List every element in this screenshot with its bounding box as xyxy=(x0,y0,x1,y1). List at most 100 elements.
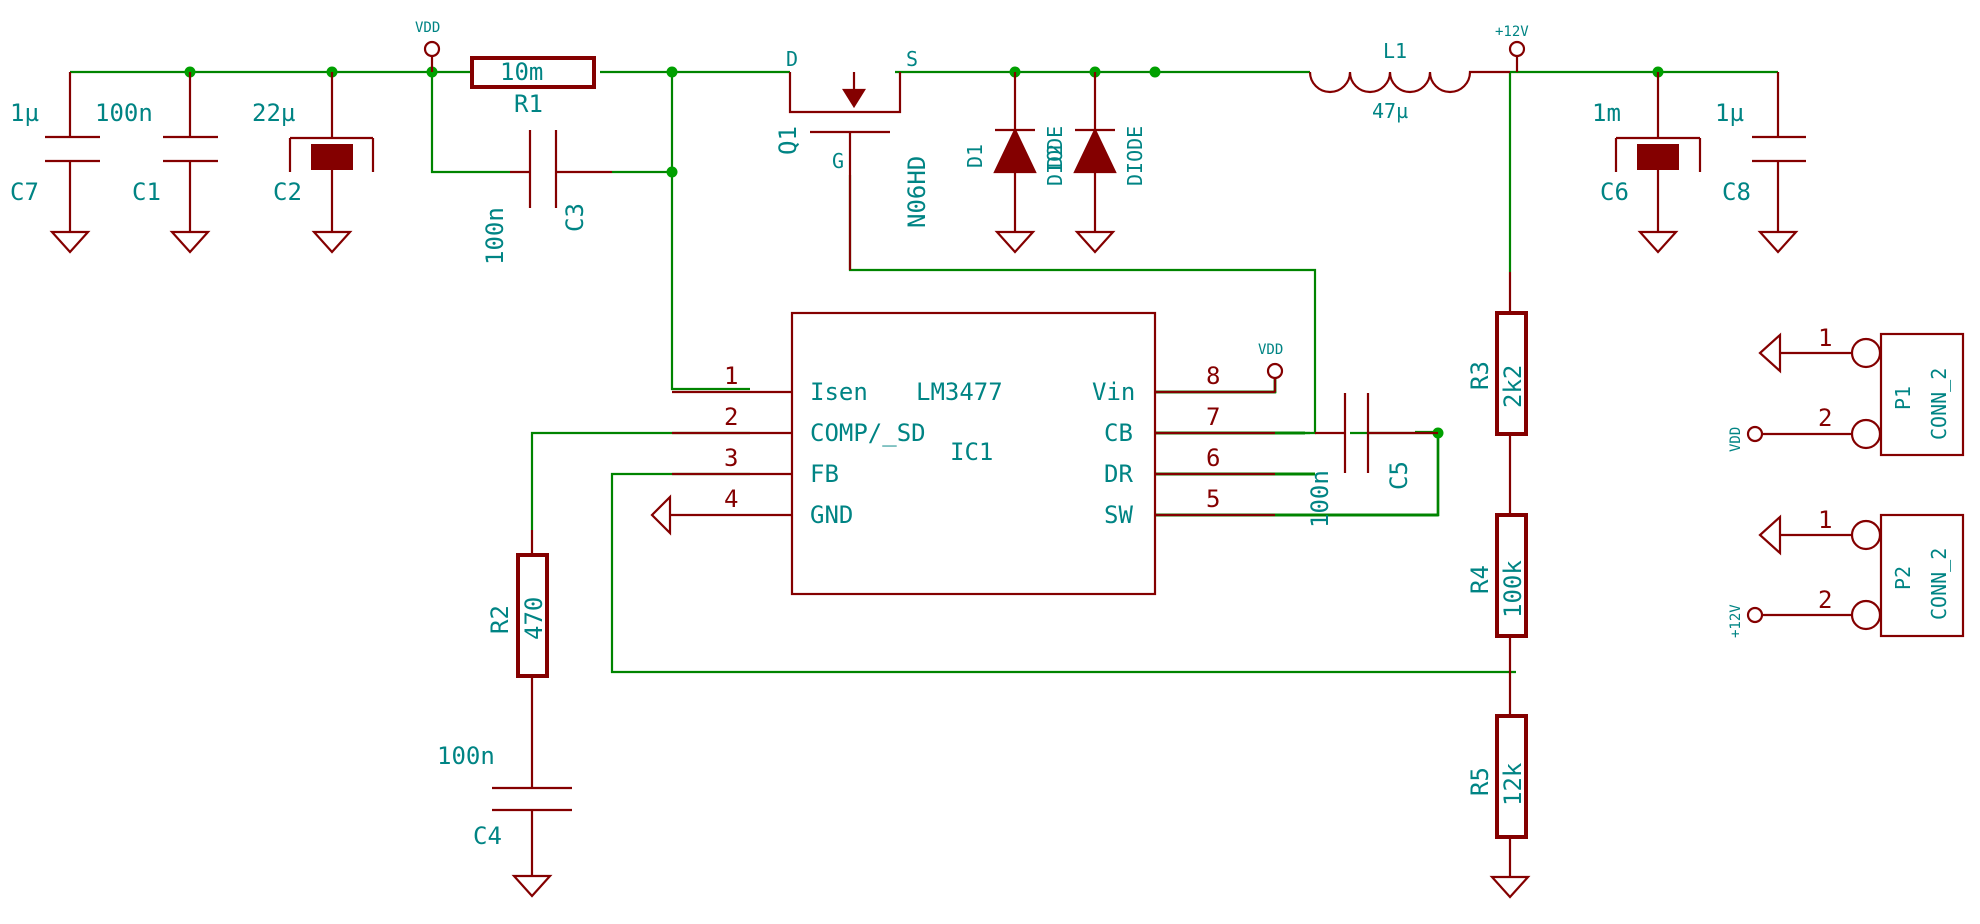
junction-dot xyxy=(666,66,678,78)
c5-ref: C5 xyxy=(1385,461,1413,490)
r3-body xyxy=(1495,311,1528,436)
d2-triangle xyxy=(1073,127,1117,174)
c1-value: 100n xyxy=(95,99,153,127)
c6-value: 1m xyxy=(1592,99,1621,127)
power-flag-vdd-ic: VDD xyxy=(1258,342,1283,392)
p2-12v-label: +12V xyxy=(1728,604,1744,638)
r1-body xyxy=(470,56,596,89)
c1-ref: C1 xyxy=(132,178,161,206)
r1-ref: R1 xyxy=(514,90,543,118)
p1-body xyxy=(1879,332,1965,457)
ic1-pin1-num: 1 xyxy=(724,362,738,390)
d1-ref: D1 xyxy=(963,144,987,168)
capacitor-c1: 100n C1 xyxy=(95,72,218,254)
c6-electrolytic-plate xyxy=(1637,144,1679,170)
c7-value: 1µ xyxy=(10,99,39,127)
c5-value: 100n xyxy=(1306,470,1334,528)
d2-ref: D2 xyxy=(1043,144,1067,168)
mosfet-q1: D S G Q1 N06HD xyxy=(774,47,931,270)
r5-body xyxy=(1495,714,1528,839)
ic1-pin6-name: DR xyxy=(1104,460,1133,488)
c4-value: 100n xyxy=(437,742,495,770)
capacitor-c6: 1m C6 xyxy=(1592,72,1702,254)
r1-value: 10m xyxy=(500,58,543,86)
capacitor-c3: 100n C3 xyxy=(481,130,612,265)
power-flag-vdd-top: VDD xyxy=(415,20,440,72)
c6-ref: C6 xyxy=(1600,178,1629,206)
v12-label-top: +12V xyxy=(1495,24,1529,40)
r5-value: 12k xyxy=(1499,762,1527,806)
resistor-r4: 100k R4 xyxy=(1466,513,1528,716)
p1-vdd-label: VDD xyxy=(1728,427,1744,452)
vdd-label-top: VDD xyxy=(415,20,440,36)
r4-value: 100k xyxy=(1499,560,1527,618)
ic1-pin5-name: SW xyxy=(1104,501,1133,529)
c2-value: 22µ xyxy=(252,99,295,127)
resistor-r2: 470 R2 xyxy=(486,530,549,788)
inductor-l1: L1 47µ xyxy=(1308,39,1510,123)
c2-ref: C2 xyxy=(273,178,302,206)
q1-ref: Q1 xyxy=(774,126,802,155)
r3-value: 2k2 xyxy=(1499,365,1527,408)
q1-value: N06HD xyxy=(903,156,931,228)
vdd-label-ic: VDD xyxy=(1258,342,1283,358)
ic1-ref: IC1 xyxy=(950,438,993,466)
ic1-pin7-name: CB xyxy=(1104,419,1133,447)
l1-value: 47µ xyxy=(1372,99,1408,123)
d1-value: DIODE xyxy=(1043,126,1067,186)
ic1-pin7-num: 7 xyxy=(1206,403,1220,431)
q1-pin-g: G xyxy=(832,149,844,173)
p1-pin1-num: 1 xyxy=(1818,324,1832,352)
ic1-pin1-name: Isen xyxy=(810,378,868,406)
capacitor-c5: 100n C5 xyxy=(1306,393,1438,528)
l1-ref: L1 xyxy=(1383,39,1407,63)
ic1-pin4-num: 4 xyxy=(724,485,738,513)
diode-d1: D1 DIODE xyxy=(963,72,1067,254)
capacitor-c2: 22µ C2 xyxy=(252,72,375,254)
ic1-pin2-num: 2 xyxy=(724,403,738,431)
r4-ref: R4 xyxy=(1466,565,1494,594)
c8-ref: C8 xyxy=(1722,178,1751,206)
p1-ref: P1 xyxy=(1891,386,1915,410)
d2-value: DIODE xyxy=(1123,126,1147,186)
p1-pin2-num: 2 xyxy=(1818,404,1832,432)
c8-value: 1µ xyxy=(1715,99,1744,127)
ic1-pin8-num: 8 xyxy=(1206,362,1220,390)
connector-p1: 1 2 VDD P1 CONN_2 xyxy=(1728,324,1965,457)
c4-ref: C4 xyxy=(473,822,502,850)
p2-body xyxy=(1879,513,1965,638)
p2-pin1-num: 1 xyxy=(1818,506,1832,534)
c2-electrolytic-plate xyxy=(311,144,353,170)
ic1-pin8-name: Vin xyxy=(1092,378,1135,406)
c7-ref: C7 xyxy=(10,178,39,206)
ic1-pin3-name: FB xyxy=(810,460,839,488)
q1-pin-d: D xyxy=(786,47,798,71)
capacitor-c4: 100n C4 xyxy=(437,742,572,898)
ic1-body xyxy=(790,311,1157,596)
resistor-r1: 10m R1 xyxy=(470,56,596,118)
ic1-pin2-name: COMP/_SD xyxy=(810,419,926,447)
junction-dot xyxy=(1149,66,1161,78)
d1-triangle xyxy=(993,127,1037,174)
r2-ref: R2 xyxy=(486,605,514,634)
resistor-r5: 12k R5 xyxy=(1466,714,1531,899)
p2-value: CONN_2 xyxy=(1927,548,1951,620)
r4-body xyxy=(1495,513,1528,638)
p2-ref: P2 xyxy=(1891,566,1915,590)
p1-value: CONN_2 xyxy=(1927,368,1951,440)
diode-d2: D2 DIODE xyxy=(1043,72,1147,254)
capacitor-c7: 1µ C7 xyxy=(10,72,100,254)
ic1-pin5-num: 5 xyxy=(1206,485,1220,513)
junction-dot xyxy=(666,166,678,178)
ic1-pin3-num: 3 xyxy=(724,444,738,472)
r5-ref: R5 xyxy=(1466,767,1494,796)
r3-ref: R3 xyxy=(1466,361,1494,390)
ic1-pin4-name: GND xyxy=(810,501,853,529)
ic1-value: LM3477 xyxy=(916,378,1003,406)
c3-value: 100n xyxy=(481,207,509,265)
q1-pin-s: S xyxy=(906,47,918,71)
ic1-pin6-num: 6 xyxy=(1206,444,1220,472)
p2-pin2-num: 2 xyxy=(1818,586,1832,614)
capacitor-c8: 1µ C8 xyxy=(1715,72,1806,254)
